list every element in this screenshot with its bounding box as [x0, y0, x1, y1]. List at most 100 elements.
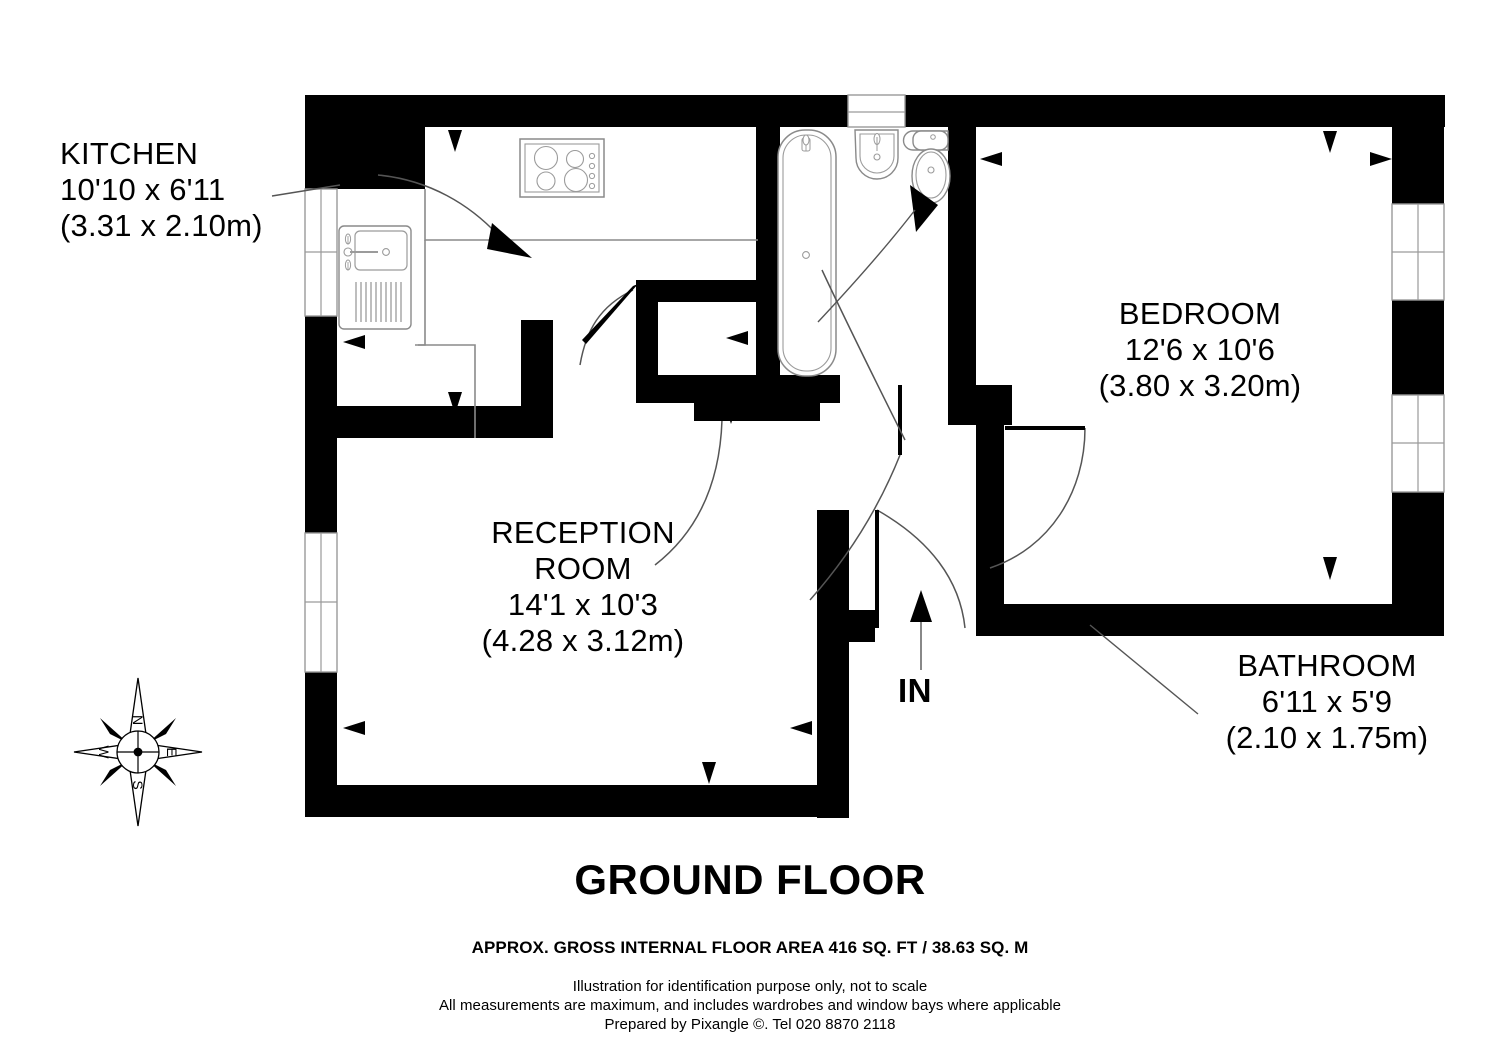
wall-bath-east-nib	[976, 385, 1012, 425]
leader-kitchen	[271, 184, 341, 197]
entry-label: IN	[898, 672, 932, 709]
wall-top-bathwindow-right	[905, 95, 917, 127]
dim-arrow-reception-left	[343, 721, 365, 735]
compass-rose: N S E W	[72, 672, 204, 832]
wall-hall-west-lower	[817, 610, 875, 642]
dim-arrow-bedroom-bottom	[1323, 557, 1337, 580]
leader-line-group	[271, 184, 1199, 715]
bathroom-name: BATHROOM	[1237, 648, 1417, 683]
compass-label-s: S	[130, 780, 146, 789]
door-hall-kitchen-arc	[579, 289, 634, 366]
door-group	[377, 174, 1086, 629]
room-label-kitchen: KITCHEN 10'10 x 6'11 (3.31 x 2.10m)	[60, 136, 263, 244]
dim-arrow-kitchen-top	[448, 130, 462, 152]
door-entrance-arc	[876, 509, 966, 629]
wall-bath-west-nib	[636, 280, 756, 302]
bathroom-dim-metric: (2.10 x 1.75m)	[1225, 720, 1429, 755]
wall-kitchen-south-run	[425, 406, 533, 438]
wall-group	[305, 95, 1445, 818]
wall-bath-east-lower	[948, 385, 976, 425]
door-bedroom-arc	[989, 427, 1086, 569]
wall-right-seg-3	[1392, 492, 1444, 604]
kitchen-worktop-bot	[418, 344, 476, 438]
room-label-bathroom: BATHROOM 6'11 x 5'9 (2.10 x 1.75m)	[1188, 648, 1466, 756]
compass-label-e: E	[164, 747, 180, 756]
dim-arrow-hall-door	[724, 402, 738, 424]
dim-arrow-bedroom-top	[1323, 131, 1337, 153]
bedroom-dim-imperial: 12'6 x 10'6	[1124, 332, 1276, 367]
gross-area-note: APPROX. GROSS INTERNAL FLOOR AREA 416 SQ…	[471, 938, 1029, 957]
compass-center-dot	[133, 747, 143, 757]
wall-hall-north-ledge	[694, 403, 820, 421]
room-label-reception-room: RECEPTION ROOM 14'1 x 10'3 (4.28 x 3.12m…	[448, 515, 718, 659]
dim-arrow-kitchen-bottom	[448, 392, 462, 414]
kitchen-name: KITCHEN	[60, 136, 199, 171]
dim-arrow-reception-bottom	[702, 762, 716, 784]
wash-basin-icon	[854, 129, 899, 180]
reception-dim-imperial: 14'1 x 10'3	[507, 587, 659, 622]
door-reception-arc	[654, 419, 723, 566]
window-kitchen-left	[304, 188, 338, 317]
leader-in-arrow	[910, 590, 932, 622]
door-bathroom-pointer	[817, 209, 916, 323]
kitchen-dim-metric: (3.31 x 2.10m)	[60, 208, 263, 243]
door-kitchen-arc	[377, 174, 499, 236]
wall-bath-south	[636, 375, 780, 403]
wall-top-bathwindow-left	[830, 95, 848, 127]
disclaimer-line-2: All measurements are maximum, and includ…	[438, 997, 1062, 1014]
window-group	[304, 94, 1445, 673]
dim-arrow-bedroom-right	[1370, 152, 1392, 166]
reception-name-line-2: ROOM	[534, 551, 632, 586]
wall-bath-west-jamb	[636, 302, 658, 375]
disclaimer-line-1: Illustration for identification purpose …	[572, 978, 928, 995]
compass-label-n: N	[130, 715, 146, 725]
wall-bottom	[305, 785, 849, 817]
wall-right-seg-2	[1392, 300, 1444, 395]
door-hall-kitchen-leaf	[582, 284, 638, 344]
bedroom-name: BEDROOM	[1118, 296, 1282, 331]
window-bedroom-right-lower	[1391, 394, 1445, 493]
compass-label-w: W	[96, 745, 112, 759]
door-bathroom-arrow	[910, 185, 938, 232]
kitchen-counter-line-2	[415, 240, 426, 346]
wall-kitchen-east	[521, 320, 553, 438]
bathroom-fixtures	[777, 129, 951, 377]
bathroom-dim-imperial: 6'11 x 5'9	[1261, 684, 1393, 719]
wall-left-upper-jamb	[305, 127, 337, 189]
reception-dim-metric: (4.28 x 3.12m)	[481, 623, 685, 658]
window-bathroom-top	[847, 94, 906, 128]
hob-icon	[519, 138, 605, 198]
sink-icon	[338, 225, 412, 330]
door-bathroom-arc2	[821, 269, 906, 441]
reception-name-line-1: RECEPTION	[491, 515, 675, 550]
bedroom-dim-metric: (3.80 x 3.20m)	[1098, 368, 1302, 403]
kitchen-fixtures	[338, 138, 758, 438]
dim-arrow-kitchen-left	[343, 335, 365, 349]
bathtub-icon	[777, 129, 837, 377]
wall-left-seg-1	[305, 316, 337, 378]
room-label-bedroom: BEDROOM 12'6 x 10'6 (3.80 x 3.20m)	[1055, 296, 1345, 404]
wall-bath-west	[756, 127, 780, 385]
wall-bathroom-bottom	[976, 604, 1444, 636]
wall-kitchen-south	[337, 406, 425, 438]
wall-bath-south-2	[780, 375, 840, 403]
wall-right-seg-1	[1392, 127, 1444, 204]
door-kitchen-arrow	[487, 223, 532, 258]
window-reception-left	[304, 532, 338, 673]
wall-bath-east	[948, 127, 976, 385]
leader-bathroom	[1089, 624, 1199, 715]
dim-arrow-bedroom-left	[980, 152, 1002, 166]
wall-top-left	[305, 95, 830, 127]
floor-title: GROUND FLOOR	[574, 856, 926, 903]
wall-left-seg-2	[305, 378, 337, 533]
kitchen-counter-inner	[415, 255, 521, 346]
dim-arrow-hall-right	[726, 331, 748, 345]
dim-arrow-reception-right	[790, 721, 812, 735]
kitchen-dim-imperial: 10'10 x 6'11	[60, 172, 226, 207]
window-bedroom-right-upper	[1391, 203, 1445, 301]
wall-top-right	[917, 95, 1445, 127]
toilet-icon	[902, 130, 951, 204]
dimension-arrow-group	[343, 130, 1392, 784]
